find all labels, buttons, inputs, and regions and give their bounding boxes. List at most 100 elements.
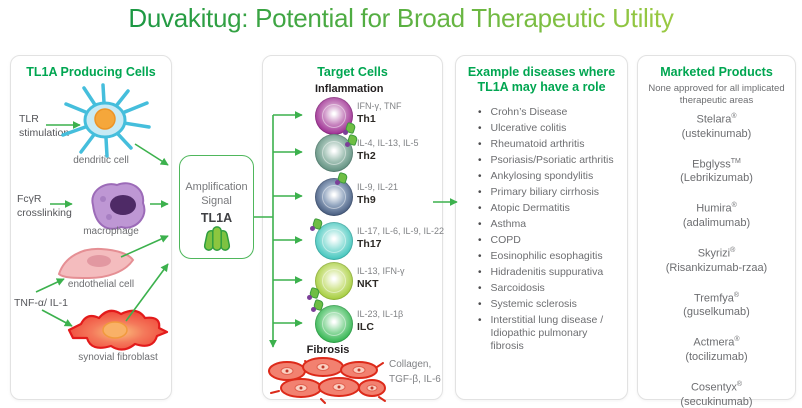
bullet-icon: •	[478, 235, 482, 246]
dendritic-cell-icon	[61, 83, 151, 158]
product-generic: (adalimumab)	[682, 216, 751, 229]
product-generic: (Risankizumab-rzaa)	[665, 261, 768, 274]
product-item: Cosentyx® (secukinumab)	[638, 378, 795, 408]
product-brand: Humira	[696, 202, 732, 215]
target-cell-illustration	[315, 262, 353, 300]
target-cells-panel: Target Cells Inflammation IFN-γ, TNF Th1…	[262, 55, 445, 404]
endothelial-cell-icon	[57, 247, 135, 280]
disease-label: Asthma	[490, 218, 527, 230]
bullet-icon: •	[478, 219, 482, 230]
tl1a-receptor-icon	[335, 173, 346, 186]
product-brand: Tremfya	[693, 292, 734, 305]
target-cell-row: IL-4, IL-13, IL-5 Th2	[263, 133, 442, 173]
synovial-fibroblast-label: synovial fibroblast	[78, 352, 158, 363]
target-cell-row: IL-9, IL-21 Th9	[263, 177, 442, 217]
bullet-icon: •	[478, 203, 482, 214]
tl1a-receptor-icon	[310, 219, 321, 232]
disease-item: • Psoriasis/Psoriatic arthritis	[478, 154, 621, 167]
disease-item: • Systemic sclerosis	[478, 298, 621, 311]
bullet-icon: •	[478, 139, 482, 150]
bullet-icon: •	[478, 123, 482, 134]
trademark-symbol: ®	[731, 202, 737, 210]
cell-cytokines-label: IL-17, IL-6, IL-9, IL-22	[357, 226, 445, 236]
disease-label: Crohn’s Disease	[490, 106, 568, 118]
product-generic: (guselkumab)	[683, 306, 750, 319]
products-header: Marketed Products	[660, 65, 773, 79]
disease-item: • Asthma	[478, 218, 621, 231]
cell-cytokines-label: IL-4, IL-13, IL-5	[357, 138, 419, 148]
producing-cells-panel: TL1A Producing Cells TLR stimulation Fcγ…	[10, 55, 172, 400]
bullet-icon: •	[478, 283, 482, 294]
disease-label: Psoriasis/Psoriatic arthritis	[490, 154, 614, 166]
cell-cytokines-label: IL-13, IFN-γ	[357, 266, 405, 276]
trademark-symbol: ®	[731, 113, 737, 120]
product-brand-line: Stelara®	[638, 110, 795, 127]
tl1a-trimer-icon	[203, 226, 230, 251]
trademark-symbol: ®	[736, 380, 743, 388]
cell-name-label: Th17	[357, 238, 382, 250]
fibrosis-fibroblasts-icon	[268, 357, 386, 404]
products-panel: Marketed Products None approved for all …	[637, 55, 796, 408]
product-generic: (secukinumab)	[680, 395, 753, 408]
slide-title: Duvakitug: Potential for Broad Therapeut…	[0, 3, 802, 34]
diseases-header-line2: TL1A may have a role	[477, 80, 606, 94]
disease-label: Sarcoidosis	[490, 282, 545, 294]
product-generic: (ustekinumab)	[681, 127, 752, 140]
cell-cytokines-label: IL-23, IL-1β	[357, 309, 404, 319]
product-brand-line: Actmera®	[638, 333, 795, 350]
product-brand: Actmera	[693, 336, 735, 349]
tl1a-receptor-icon	[311, 300, 322, 313]
disease-label: Systemic sclerosis	[490, 298, 577, 310]
product-item: Humira® (adalimumab)	[638, 199, 795, 230]
fcgr-crosslinking-label: FcγR crosslinking	[17, 193, 72, 219]
product-brand: Cosentyx	[690, 381, 737, 394]
bullet-icon: •	[478, 267, 482, 278]
amplification-line2: Signal	[201, 195, 232, 207]
product-brand: Stelara	[696, 113, 732, 126]
target-cell-row: IL-17, IL-6, IL-9, IL-22 Th17	[263, 219, 445, 261]
endothelial-cell-label: endothelial cell	[67, 279, 135, 290]
amplification-line1: Amplification	[185, 181, 248, 193]
disease-label: Atopic Dermatitis	[490, 202, 570, 214]
bullet-icon: •	[478, 251, 482, 262]
tl1a-receptor-icon	[345, 135, 356, 148]
product-brand-line: Skyrizi®	[638, 244, 795, 261]
disease-label: Interstitial lung disease / Idiopathic p…	[490, 314, 604, 352]
cell-cytokines-label: IL-9, IL-21	[357, 182, 399, 192]
product-brand-line: Tremfya®	[638, 289, 795, 306]
product-brand-line: Cosentyx®	[638, 378, 795, 395]
disease-item: • Hidradenitis suppurativa	[478, 266, 621, 279]
disease-label: Hidradenitis suppurativa	[490, 266, 604, 278]
trademark-symbol: ®	[734, 336, 740, 344]
dendritic-cell-label: dendritic cell	[73, 155, 129, 166]
disease-item: • Rheumatoid arthritis	[478, 138, 621, 151]
cell-name-label: Th2	[357, 150, 376, 162]
bullet-icon: •	[478, 299, 482, 310]
disease-label: Ankylosing spondylitis	[490, 170, 594, 182]
product-item: Stelara® (ustekinumab)	[638, 110, 795, 141]
disease-label: COPD	[490, 234, 521, 246]
tl1a-label: TL1A	[200, 211, 233, 225]
cell-name-label: Th1	[357, 113, 376, 125]
cell-name-label: ILC	[357, 321, 374, 333]
bullet-icon: •	[478, 171, 482, 182]
disease-item: • Eosinophilic esophagitis	[478, 250, 621, 263]
producing-cells-header: TL1A Producing Cells	[26, 65, 156, 79]
macrophage-icon	[91, 182, 146, 230]
trademark-symbol: TM	[730, 157, 741, 165]
disease-item: • Atopic Dermatitis	[478, 202, 621, 215]
product-brand: Ebglyss	[692, 158, 731, 171]
disease-item: • Ulcerative colitis	[478, 122, 621, 135]
synovial-fibroblast-icon	[67, 309, 169, 351]
product-brand-line: Humira®	[638, 199, 795, 216]
product-list: Stelara® (ustekinumab) EbglyssTM (Lebrik…	[638, 110, 795, 408]
disease-item: • Interstitial lung disease / Idiopathic…	[478, 314, 621, 353]
diseases-header: Example diseases where TL1A may have a r…	[456, 65, 627, 95]
product-item: Skyrizi® (Risankizumab-rzaa)	[638, 244, 795, 275]
disease-list: • Crohn’s Disease • Ulcerative colitis •…	[478, 106, 621, 356]
trademark-symbol: ®	[733, 291, 740, 299]
disease-item: • COPD	[478, 234, 621, 247]
trademark-symbol: ®	[730, 246, 736, 254]
disease-label: Eosinophilic esophagitis	[490, 250, 603, 262]
bullet-icon: •	[478, 187, 482, 198]
